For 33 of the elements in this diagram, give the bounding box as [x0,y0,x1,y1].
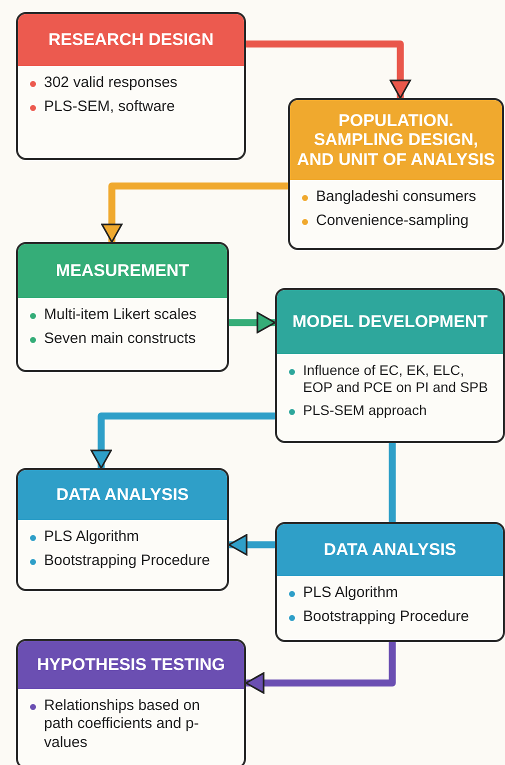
process-card [16,12,246,160]
arrow [246,40,412,99]
arrow [228,534,275,556]
bullet-text: Bootstrapping Procedure [44,552,210,570]
bullet-text: Bootstrapping Procedure [303,608,469,626]
card-heading: POPULATION. SAMPLING DESIGN, AND UNIT OF ANALYSIS [290,100,502,180]
process-card [275,522,505,642]
bullet-text: Convenience-sampling [316,212,469,230]
card-heading: HYPOTHESIS TESTING [18,641,244,689]
arrow [229,312,276,334]
process-card [288,98,504,250]
arrow [90,412,275,469]
process-card [16,639,246,765]
bullet-text: Influence of EC, EK, ELC, EOP and PCE on PI and SPB [303,362,488,396]
bullet-text: Relationships based on path coefficients and p-values [44,697,200,751]
card-heading: DATA ANALYSIS [18,470,227,520]
bullet-text: PLS-SEM, software [44,98,175,116]
card-heading: MODEL DEVELOPMENT [277,290,503,354]
bullet-text: PLS Algorithm [303,584,398,601]
process-card [16,468,229,591]
bullet-text: PLS-SEM approach [303,402,427,418]
bullet-text: Multi-item Likert scales [44,306,197,323]
arrow [101,182,288,243]
card-heading: RESEARCH DESIGN [18,14,244,66]
bullet-text: Bangladeshi consumers [316,188,476,205]
process-card [275,288,505,443]
bullet-text: PLS Algorithm [44,528,140,545]
bullet-text: 302 valid responses [44,74,178,91]
process-card [16,242,229,372]
card-heading: DATA ANALYSIS [277,524,503,576]
card-heading: MEASUREMENT [18,244,227,298]
arrow [245,642,396,694]
bullet-text: Seven main constructs [44,330,196,348]
